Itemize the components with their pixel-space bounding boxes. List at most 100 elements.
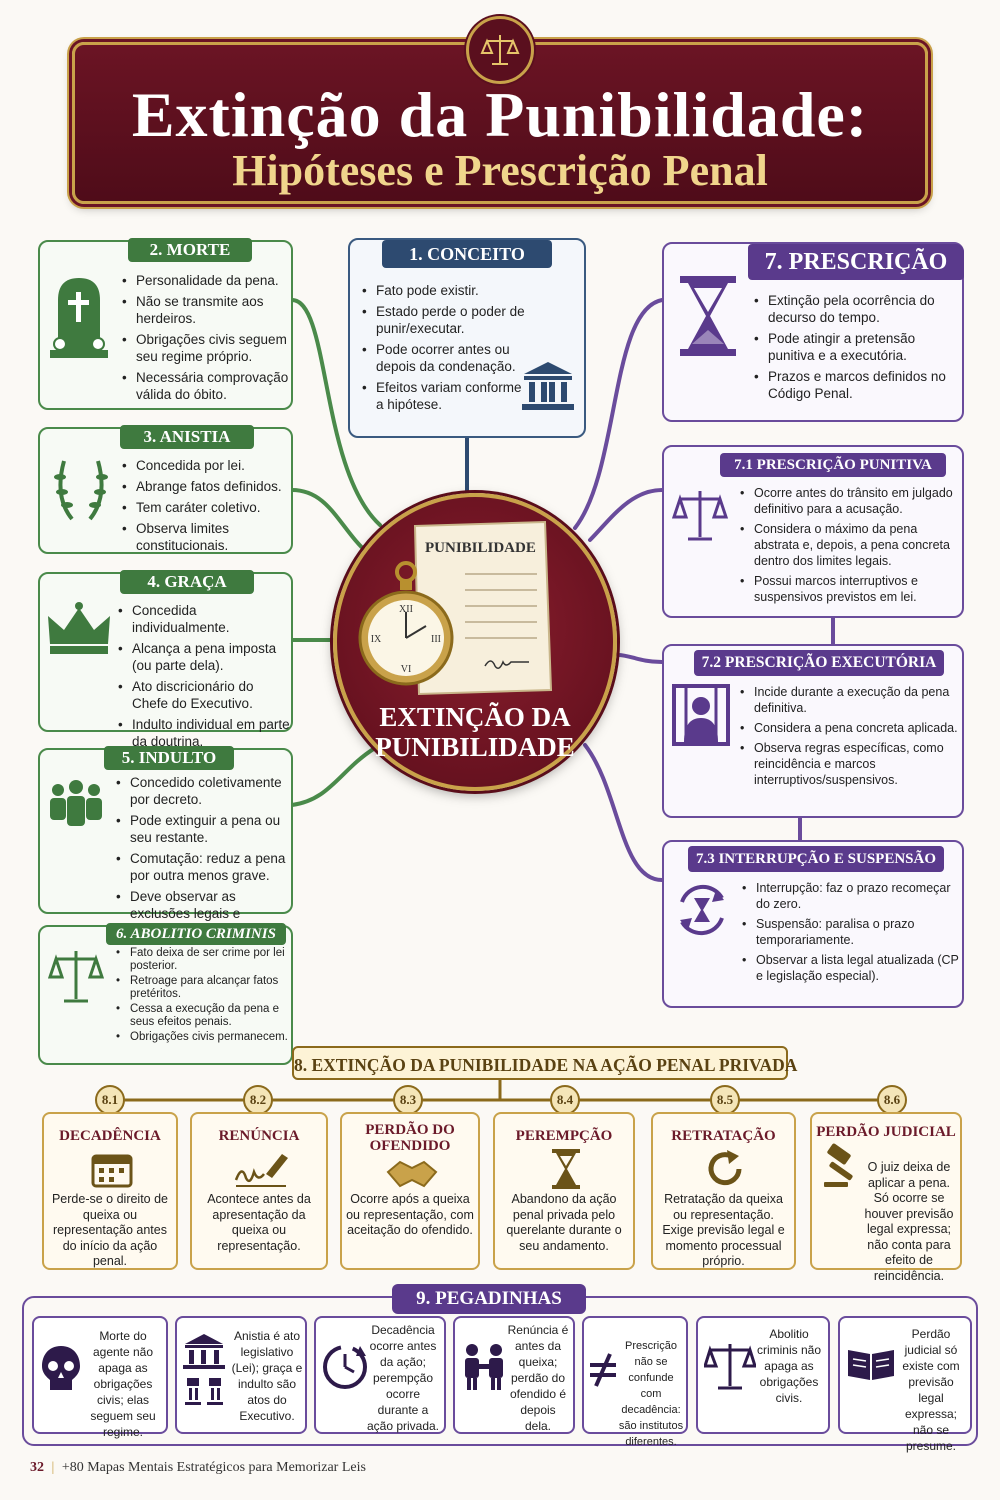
pegadinha-card: Abolitio criminis não apaga as obrigaçõe… [696, 1316, 830, 1434]
anistia-item: Tem caráter coletivo. [120, 499, 290, 516]
hourglass-cycle-icon [680, 884, 724, 936]
page-subtitle: Hipóteses e Prescrição Penal [232, 146, 768, 195]
anistia-item: Concedida por lei. [120, 457, 290, 474]
prescricao-item: Extinção pela ocorrência do decurso do t… [752, 292, 962, 326]
abolitio-item: Retroage para alcançar fatos pretéritos. [114, 975, 292, 1001]
graca-item: Ato discricionário do Chefe do Executivo… [116, 678, 292, 712]
conceito-item: Estado perde o poder de punir/executar. [360, 303, 530, 337]
label-graca: 4. GRAÇA [120, 570, 254, 594]
card-title: PERDÃO JUDICIAL [816, 1124, 956, 1140]
connector-lines [290, 298, 835, 882]
signature-pen-icon [234, 1154, 288, 1187]
pegadinha-text: Anistia é ato legislativo (Lei); graça e… [231, 1329, 303, 1423]
box-indulto: 5. INDULTO Concedido coletivamente por d… [38, 746, 293, 938]
label-morte: 2. MORTE [128, 238, 252, 262]
punitiva-item: Possui marcos interruptivos e suspensivo… [738, 573, 962, 605]
abolitio-item: Obrigações civis permanecem. [114, 1031, 292, 1044]
card-title: PERDÃO DO OFENDIDO [365, 1122, 455, 1154]
card-title: RENÚNCIA [218, 1128, 300, 1144]
step-number: 8.1 [95, 1085, 125, 1115]
executoria-item: Considera a pena concreta aplicada. [738, 720, 962, 736]
step-number: 8.6 [877, 1085, 907, 1115]
laurel-wreath-icon [54, 460, 108, 521]
step-number: 8.4 [550, 1085, 580, 1115]
indulto-item: Comutação: reduz a pena por outra menos … [114, 850, 292, 884]
box-graca: 4. GRAÇA Concedida individualmente. Alca… [38, 570, 293, 749]
pegadinha-card: Renúncia é antes da queixa; perdão do of… [453, 1316, 575, 1434]
box-anistia: 3. ANISTIA Concedida por lei. Abrange fa… [38, 425, 293, 554]
label-conceito: 1. CONCEITO [382, 240, 552, 268]
label-acao-privada: 8. EXTINÇÃO DA PUNIBILIDADE NA AÇÃO PENA… [292, 1046, 797, 1080]
interrupcao-item: Interrupção: faz o prazo recomeçar do ze… [740, 880, 962, 912]
page-number: 32 [30, 1460, 44, 1475]
svg-text:III: III [431, 634, 441, 645]
card-perdao-judicial: PERDÃO JUDICIAL O juiz deixa de aplicar … [810, 1112, 962, 1283]
indulto-item: Pode extinguir a pena ou seu restante. [114, 812, 292, 846]
card-title: RETRATAÇÃO [671, 1128, 776, 1144]
card-text: Acontece antes da apresentação da queixa… [207, 1192, 311, 1253]
footer-separator: | [51, 1460, 55, 1475]
page-title: Extinção da Punibilidade: [131, 79, 869, 150]
card-title: DECADÊNCIA [59, 1128, 161, 1144]
gavel-icon [824, 1143, 853, 1187]
box-prescricao-punitiva: 7.1 PRESCRIÇÃO PUNITIVA Ocorre antes do … [662, 445, 964, 618]
scales-seal-icon [466, 16, 534, 84]
morte-item: Personalidade da pena. [120, 272, 290, 289]
label-pegadinhas: 9. PEGADINHAS [392, 1284, 586, 1314]
step-number: 8.5 [710, 1085, 740, 1115]
executoria-item: Observa regras específicas, como reincid… [738, 740, 962, 788]
label-prescricao-executoria: 7.2 PRESCRIÇÃO EXECUTÓRIA [694, 650, 944, 676]
footer: 32 | +80 Mapas Mentais Estratégicos para… [30, 1460, 366, 1476]
punitiva-item: Ocorre antes do trânsito em julgado defi… [738, 485, 962, 517]
pegadinha-card: Morte do agente não apaga as obrigações … [32, 1316, 168, 1439]
box-prescricao: 7. PRESCRIÇÃO Extinção pela ocorrência d… [662, 242, 964, 422]
label-indulto: 5. INDULTO [104, 746, 234, 770]
graca-item: Alcança a pena imposta (ou parte dela). [116, 640, 292, 674]
card-text: Retratação da queixa ou representação. E… [662, 1192, 785, 1268]
calendar-icon [91, 1154, 133, 1188]
label-prescricao-punitiva: 7.1 PRESCRIÇÃO PUNITIVA [720, 453, 946, 477]
not-equal-icon [590, 1353, 616, 1387]
card-retratacao: RETRATAÇÃO Retratação da queixa ou repre… [651, 1112, 796, 1270]
box-abolitio: 6. ABOLITIO CRIMINIS Fato deixa de ser c… [38, 923, 293, 1065]
handshake-people-icon [465, 1344, 503, 1390]
indulto-item: Concedido coletivamente por decreto. [114, 774, 292, 808]
undo-arrow-icon [708, 1150, 742, 1186]
pegadinha-text: Decadência ocorre antes da ação; perempç… [366, 1323, 440, 1433]
pegadinha-card: Decadência ocorre antes da ação; perempç… [314, 1316, 446, 1434]
abolitio-item: Cessa a execução da pena e seus efeitos … [114, 1003, 292, 1029]
scales-icon [672, 491, 728, 541]
skull-icon [42, 1346, 80, 1390]
label-prescricao: 7. PRESCRIÇÃO [748, 244, 964, 280]
center-title: EXTINÇÃO DA PUNIBILIDADE [333, 702, 617, 762]
pegadinha-card: Anistia é ato legislativo (Lei); graça e… [175, 1316, 307, 1434]
box-conceito: 1. CONCEITO Fato pode existir. Estado pe… [348, 238, 586, 438]
timeline-line [110, 1080, 892, 1102]
center-title-line2: PUNIBILIDADE [375, 732, 575, 762]
tombstone-icon [50, 278, 108, 358]
pegadinha-card: Perdão judicial só existe com previsão l… [838, 1316, 972, 1453]
pegadinha-text: Perdão judicial só existe com previsão l… [902, 1327, 960, 1453]
card-text: Perde-se o direito de queixa ou represen… [51, 1192, 169, 1268]
graca-item: Concedida individualmente. [116, 602, 292, 636]
conceito-item: Fato pode existir. [360, 282, 530, 299]
center-title-line1: EXTINÇÃO DA [379, 702, 571, 732]
label-anistia: 3. ANISTIA [120, 425, 254, 449]
hourglass-icon [680, 276, 736, 356]
hourglass-icon [552, 1149, 580, 1189]
card-decadencia: DECADÊNCIA Perde-se o direito de queixa … [42, 1112, 178, 1270]
conceito-item: Efeitos variam conforme a hipótese. [360, 379, 530, 413]
card-text: Ocorre após a queixa ou representação, c… [346, 1192, 474, 1237]
anistia-item: Observa limites constitucionais. [120, 520, 290, 554]
morte-item: Obrigações civis seguem seu regime própr… [120, 331, 290, 365]
interrupcao-item: Suspensão: paralisa o prazo temporariame… [740, 916, 962, 948]
label-interrupcao-suspensao: 7.3 INTERRUPÇÃO E SUSPENSÃO [688, 846, 944, 872]
pegadinha-text: Prescrição não se confunde com decadênci… [618, 1340, 684, 1448]
punitiva-item: Considera o máximo da pena abstrata e, d… [738, 521, 962, 569]
prescricao-item: Prazos e marcos definidos no Código Pena… [752, 368, 962, 402]
svg-text:XII: XII [399, 604, 413, 615]
people-group-icon [50, 780, 102, 826]
svg-text:VI: VI [401, 664, 412, 675]
document-label: PUNIBILIDADE [425, 540, 536, 556]
book-icon [848, 1350, 894, 1380]
